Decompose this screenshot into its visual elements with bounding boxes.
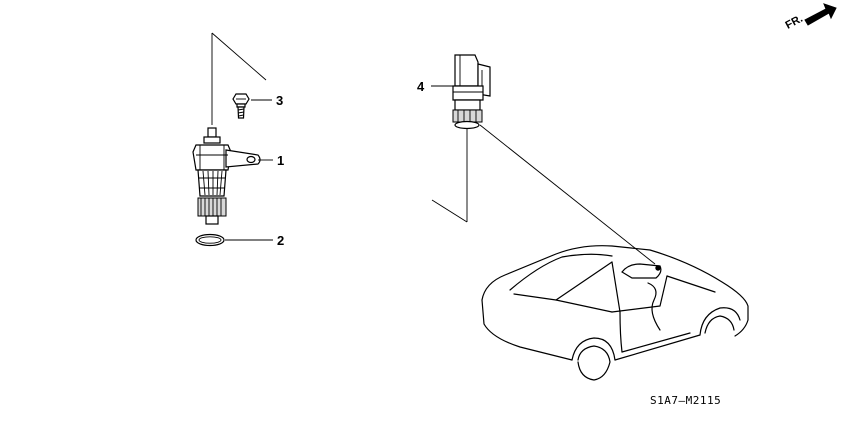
right-assembly-guide-lines <box>431 124 656 265</box>
callout-3: 3 <box>276 93 284 108</box>
diagram-code: S1A7—M2115 <box>650 394 722 407</box>
front-direction-arrow-icon <box>804 3 837 26</box>
speed-sensor-part <box>192 127 261 225</box>
o-ring-part <box>195 233 225 247</box>
left-assembly-guide-lines <box>211 32 267 140</box>
car-location-outline <box>481 245 749 381</box>
bolt-part <box>232 93 250 119</box>
callout-1: 1 <box>277 153 285 168</box>
callout-2: 2 <box>277 233 285 248</box>
switch-part <box>452 54 491 130</box>
callout-4: 4 <box>417 79 425 94</box>
